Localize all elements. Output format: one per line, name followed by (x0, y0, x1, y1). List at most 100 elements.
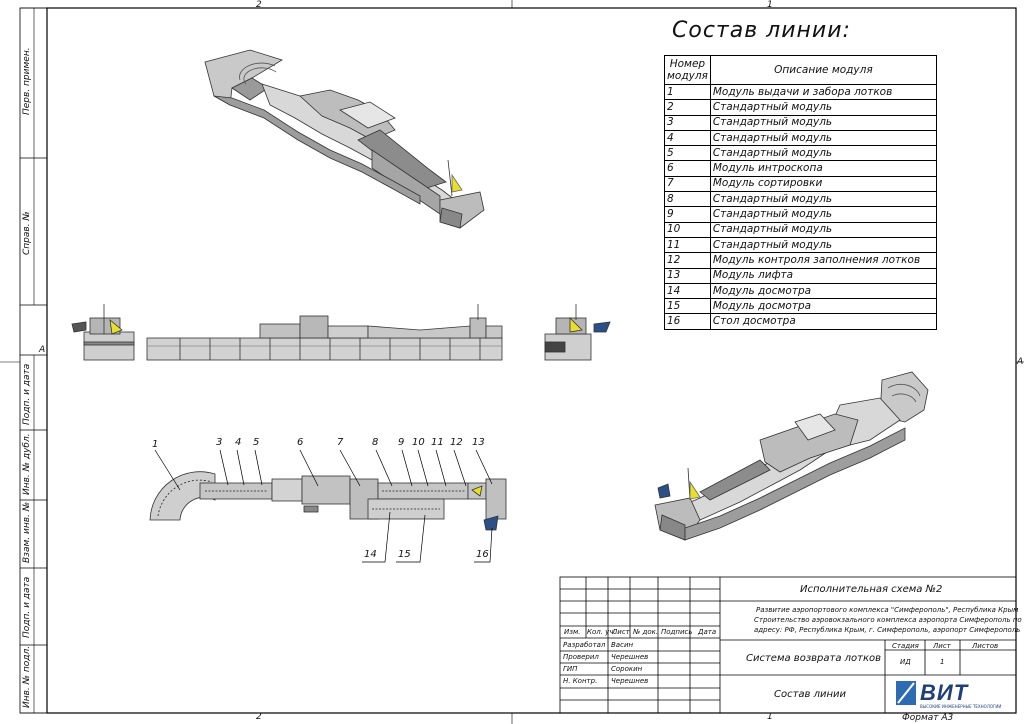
iso-view-1 (204, 49, 485, 229)
zone-label-top-left: 2 (256, 0, 262, 10)
module-number: 5 (664, 145, 711, 162)
role-checker: Проверил (563, 653, 599, 661)
callout-14: 14 (364, 549, 377, 560)
stage-value: ИД (900, 658, 911, 666)
role-gip: ГИП (563, 665, 578, 673)
module-number: 16 (664, 313, 711, 330)
module-description: Стандартный модуль (709, 129, 938, 147)
zone-label-right: A (1017, 357, 1024, 367)
sheet-value: 1 (940, 658, 945, 666)
module-number: 7 (664, 175, 711, 193)
module-number: 1 (664, 83, 711, 101)
module-number: 2 (664, 99, 711, 116)
callout-12: 12 (450, 437, 463, 448)
module-description: Стандартный модуль (709, 221, 938, 238)
module-description: Модуль лифта (709, 267, 938, 284)
project-line-2: Строительство аэровокзального комплекса … (754, 616, 1022, 624)
callout-13: 13 (472, 437, 485, 448)
plan-view (149, 471, 507, 531)
stamp-inv-podl: Инв. № подл. (22, 645, 32, 708)
module-description: Модуль интроскопа (709, 160, 938, 177)
callout-6: 6 (297, 437, 304, 448)
module-number: 12 (664, 252, 711, 269)
callout-15: 15 (398, 549, 411, 560)
logo-subtitle: ВЫСОКИЕ ИНЖЕНЕРНЫЕ ТЕХНОЛОГИИ (920, 704, 1002, 709)
front-elevation (146, 304, 503, 361)
callout-7: 7 (337, 437, 344, 448)
module-description: Стандартный модуль (709, 99, 938, 116)
callout-5: 5 (253, 437, 260, 448)
doc-title: Исполнительная схема №2 (800, 584, 943, 595)
composition-title: Состав линии: (672, 18, 851, 43)
module-description: Модуль сортировки (709, 175, 938, 193)
module-number: 13 (664, 267, 711, 284)
end-view-right (544, 304, 611, 361)
name-developer: Васин (611, 641, 634, 649)
name-gip: Сорокин (611, 665, 643, 673)
module-description: Стандартный модуль (709, 206, 938, 223)
iso-view-2 (654, 371, 929, 541)
name-checker: Черешнев (611, 653, 649, 661)
project-line-1: Развитие аэропортового комплекса "Симфер… (756, 606, 1019, 614)
callout-4: 4 (235, 437, 242, 448)
logo-text: ВИТ (920, 680, 969, 705)
stamp-podp-data-2: Подп. и дата (22, 576, 32, 638)
stamp-perv-primen: Перв. примен. (22, 47, 32, 115)
module-description: Стандартный модуль (709, 236, 938, 254)
module-number: 10 (664, 221, 711, 238)
project-line-3: адресу: РФ, Республика Крым, г. Симфероп… (754, 626, 1021, 634)
col-header-izm: Изм. (564, 628, 581, 636)
zone-label-bottom-left: 2 (256, 712, 262, 722)
callout-9: 9 (398, 437, 405, 448)
sheet-label: Лист (933, 642, 951, 650)
zone-label-top-right: 1 (767, 0, 773, 10)
col-header-podpis: Подпись (661, 628, 693, 636)
title-block-grid (559, 576, 1017, 714)
role-developer: Разработал (563, 641, 606, 649)
callout-11: 11 (431, 437, 444, 448)
col-header-kol-uch: Кол. уч. (587, 628, 616, 636)
end-view-left (71, 304, 135, 361)
role-norm-control: Н. Контр. (563, 677, 598, 685)
sheets-label: Листов (972, 642, 999, 650)
module-description: Модуль досмотра (709, 298, 938, 315)
col-header-data: Дата (698, 628, 717, 636)
module-number: 11 (664, 236, 711, 254)
callout-16: 16 (476, 549, 489, 560)
stamp-sprav-no: Справ. № (22, 211, 32, 255)
module-number: 15 (664, 298, 711, 315)
callout-leaders (154, 449, 493, 563)
system-name: Система возврата лотков (746, 653, 882, 664)
callout-8: 8 (372, 437, 379, 448)
module-number: 9 (664, 206, 711, 223)
module-description: Модуль контроля заполнения лотков (709, 252, 938, 269)
zone-label-bottom-right: 1 (767, 712, 773, 722)
format-label: Формат А3 (902, 713, 954, 723)
sheet-name: Состав линии (774, 689, 847, 700)
module-number: 3 (664, 114, 711, 131)
module-description: Стол досмотра (709, 313, 938, 330)
module-description: Стандартный модуль (709, 145, 938, 162)
module-description: Модуль выдачи и забора лотков (709, 83, 938, 101)
col-header-no-dok: № док. (633, 628, 659, 636)
module-number: 8 (664, 191, 711, 208)
name-norm-control: Черешнев (611, 677, 649, 685)
callout-10: 10 (412, 437, 425, 448)
